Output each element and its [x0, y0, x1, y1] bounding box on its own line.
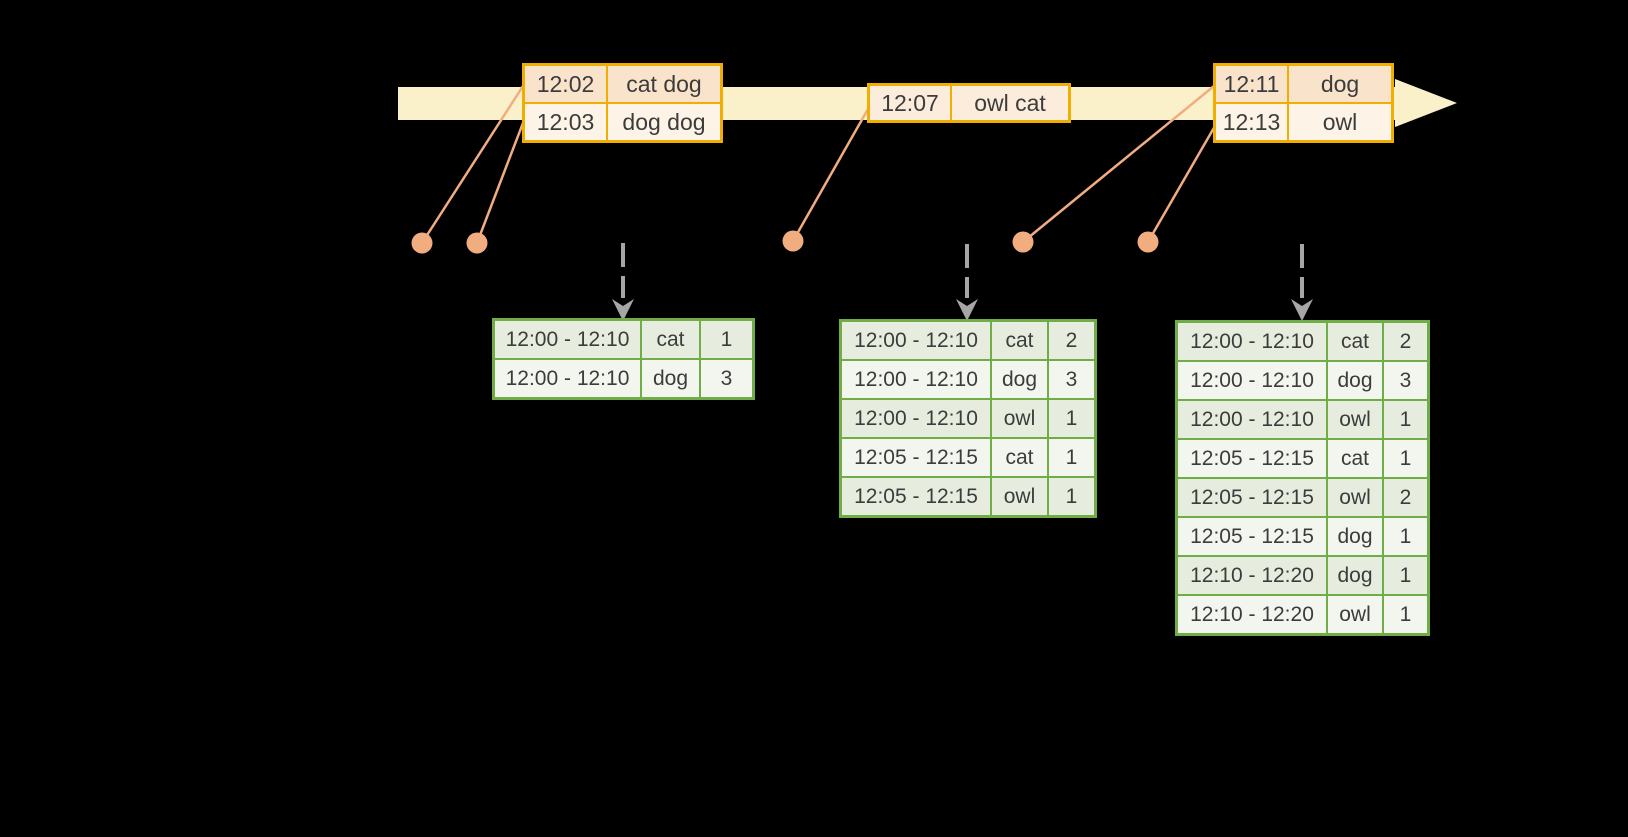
event-connector-line — [475, 122, 525, 244]
result-row: 12:00 - 12:10 cat 1 — [495, 321, 752, 360]
event-connector-line — [1146, 125, 1217, 243]
result-row: 12:05 - 12:15 owl 2 — [1178, 479, 1427, 518]
event-time: 12:02 — [525, 66, 608, 102]
event-dot — [1012, 231, 1034, 253]
event-words: owl cat — [952, 86, 1068, 120]
result-count: 2 — [1384, 323, 1427, 360]
event-connector-line — [791, 108, 870, 242]
event-dot — [411, 232, 433, 254]
result-word: dog — [1328, 557, 1384, 594]
result-table-1: 12:00 - 12:10 cat 1 12:00 - 12:10 dog 3 — [492, 318, 755, 400]
result-row: 12:00 - 12:10 owl 1 — [1178, 401, 1427, 440]
result-word: dog — [1328, 362, 1384, 399]
result-count: 1 — [1384, 596, 1427, 633]
result-row: 12:00 - 12:10 cat 2 — [842, 322, 1094, 361]
event-dot — [1137, 231, 1159, 253]
event-table-3: 12:11 dog 12:13 owl — [1213, 63, 1394, 143]
event-time: 12:13 — [1216, 104, 1289, 140]
result-window: 12:10 - 12:20 — [1178, 557, 1328, 594]
result-window: 12:00 - 12:10 — [1178, 401, 1328, 438]
result-count: 1 — [1384, 557, 1427, 594]
result-window: 12:00 - 12:10 — [842, 361, 992, 398]
result-count: 2 — [1384, 479, 1427, 516]
result-window: 12:00 - 12:10 — [842, 322, 992, 359]
result-table-3: 12:00 - 12:10 cat 2 12:00 - 12:10 dog 3 … — [1175, 320, 1430, 636]
event-time: 12:11 — [1216, 66, 1289, 102]
result-word: dog — [642, 360, 701, 397]
event-words: dog — [1289, 66, 1391, 102]
result-word: owl — [992, 400, 1049, 437]
trigger-arrow-down-icon — [956, 244, 978, 321]
result-count: 1 — [701, 321, 752, 358]
result-count: 2 — [1049, 322, 1094, 359]
event-table-1: 12:02 cat dog 12:03 dog dog — [522, 63, 723, 143]
event-time: 12:03 — [525, 104, 608, 140]
timeline-arrow-head-icon — [1395, 79, 1457, 127]
result-count: 1 — [1049, 400, 1094, 437]
event-dot — [466, 232, 488, 254]
event-row: 12:07 owl cat — [870, 86, 1068, 120]
result-word: cat — [992, 322, 1049, 359]
result-row: 12:05 - 12:15 cat 1 — [1178, 440, 1427, 479]
result-count: 3 — [1384, 362, 1427, 399]
result-count: 1 — [1049, 478, 1094, 515]
result-word: owl — [1328, 596, 1384, 633]
result-word: cat — [642, 321, 701, 358]
result-row: 12:10 - 12:20 owl 1 — [1178, 596, 1427, 633]
event-table-2: 12:07 owl cat — [867, 83, 1071, 123]
event-connector-line — [420, 85, 525, 244]
result-count: 1 — [1384, 401, 1427, 438]
result-word: dog — [1328, 518, 1384, 555]
result-window: 12:05 - 12:15 — [842, 478, 992, 515]
result-window: 12:00 - 12:10 — [1178, 362, 1328, 399]
result-word: dog — [992, 361, 1049, 398]
event-words: owl — [1289, 104, 1391, 140]
result-count: 1 — [1049, 439, 1094, 476]
result-count: 1 — [1384, 518, 1427, 555]
event-row: 12:13 owl — [1216, 104, 1391, 140]
result-table-2: 12:00 - 12:10 cat 2 12:00 - 12:10 dog 3 … — [839, 319, 1097, 518]
result-row: 12:00 - 12:10 cat 2 — [1178, 323, 1427, 362]
event-dot — [782, 230, 804, 252]
event-words: dog dog — [608, 104, 720, 140]
event-row: 12:11 dog — [1216, 66, 1391, 104]
event-words: cat dog — [608, 66, 720, 102]
result-window: 12:05 - 12:15 — [1178, 479, 1328, 516]
event-row: 12:02 cat dog — [525, 66, 720, 104]
result-window: 12:05 - 12:15 — [842, 439, 992, 476]
event-row: 12:03 dog dog — [525, 104, 720, 140]
result-word: owl — [1328, 479, 1384, 516]
result-row: 12:05 - 12:15 dog 1 — [1178, 518, 1427, 557]
result-word: owl — [1328, 401, 1384, 438]
result-row: 12:00 - 12:10 dog 3 — [495, 360, 752, 397]
result-row: 12:00 - 12:10 dog 3 — [842, 361, 1094, 400]
result-row: 12:10 - 12:20 dog 1 — [1178, 557, 1427, 596]
trigger-arrow-down-icon — [1291, 244, 1313, 321]
result-window: 12:00 - 12:10 — [495, 360, 642, 397]
result-word: cat — [1328, 440, 1384, 477]
result-count: 1 — [1384, 440, 1427, 477]
event-time: 12:07 — [870, 86, 952, 120]
event-connector-line — [1022, 85, 1215, 243]
result-count: 3 — [701, 360, 752, 397]
result-window: 12:00 - 12:10 — [1178, 323, 1328, 360]
result-row: 12:00 - 12:10 dog 3 — [1178, 362, 1427, 401]
result-row: 12:05 - 12:15 cat 1 — [842, 439, 1094, 478]
result-word: cat — [1328, 323, 1384, 360]
result-word: cat — [992, 439, 1049, 476]
result-row: 12:05 - 12:15 owl 1 — [842, 478, 1094, 515]
result-row: 12:00 - 12:10 owl 1 — [842, 400, 1094, 439]
result-window: 12:00 - 12:10 — [495, 321, 642, 358]
trigger-arrow-down-icon — [612, 243, 634, 321]
result-window: 12:10 - 12:20 — [1178, 596, 1328, 633]
result-word: owl — [992, 478, 1049, 515]
result-count: 3 — [1049, 361, 1094, 398]
result-window: 12:05 - 12:15 — [1178, 518, 1328, 555]
result-window: 12:00 - 12:10 — [842, 400, 992, 437]
result-window: 12:05 - 12:15 — [1178, 440, 1328, 477]
